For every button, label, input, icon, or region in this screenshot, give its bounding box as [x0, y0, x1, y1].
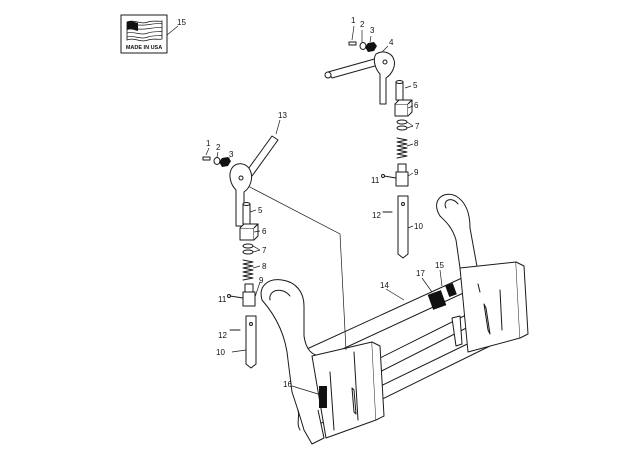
callout-6-left: 6: [262, 227, 267, 236]
decal-17: [427, 290, 447, 310]
callout-9-left: 9: [259, 276, 264, 285]
callout-5-left: 5: [258, 206, 263, 215]
callout-7-left: 7: [262, 246, 267, 255]
lever-linkage-line: [245, 184, 347, 351]
callout-8-left: 8: [262, 262, 267, 271]
callout-10-left: 10: [216, 348, 225, 357]
washer-2-left: [213, 157, 221, 165]
right-lever-assembly: 1 2 3 4 5 6 7 8 9 10 11 12: [324, 16, 423, 259]
nut-3-right: [365, 42, 377, 52]
spring-8-left: [242, 259, 254, 281]
callout-5-right: 5: [413, 81, 418, 90]
cotter-11-right: [383, 175, 397, 179]
washer-7a-right: [396, 119, 408, 125]
right-hook-plate: [436, 193, 479, 283]
pin-5-right: [395, 81, 404, 101]
callout-1-right: 1: [351, 16, 356, 25]
callout-2-right: 2: [360, 20, 365, 29]
latch-pin-10-right: [397, 195, 409, 259]
nut-3-left: [219, 157, 231, 167]
cotter-11-left: [229, 295, 244, 299]
callout-8-right: 8: [414, 139, 419, 148]
callout-6-right: 6: [414, 101, 419, 110]
callout-12-right: 12: [372, 211, 381, 220]
callout-15-decal: 15: [435, 261, 444, 270]
callout-2-left: 2: [216, 143, 221, 152]
washer-7b-right: [396, 125, 408, 131]
callout-9-right: 9: [414, 168, 419, 177]
callout-15-badge: 15: [177, 18, 186, 27]
callout-11-left: 11: [218, 295, 227, 304]
usa-flag-icon: [126, 20, 163, 42]
right-mount-plate: [459, 261, 521, 353]
bolt-1-right: [348, 41, 357, 46]
latch-pin-10-left: [245, 315, 257, 369]
callout-13: 13: [278, 111, 287, 120]
washer-7a-left: [242, 243, 254, 249]
pin-5-left: [242, 203, 251, 225]
decal-16: [319, 386, 327, 408]
callout-11-right: 11: [371, 176, 380, 185]
washer-2-right: [359, 42, 367, 50]
callout-7-right: 7: [415, 122, 420, 131]
washer-7b-left: [242, 249, 254, 255]
decal-15: [445, 282, 457, 298]
coupler-9-left: [242, 291, 256, 307]
frame-callouts: 14 15 17 16: [283, 261, 444, 395]
callout-3-left: 3: [229, 150, 234, 159]
lever-handle-13: [245, 135, 279, 177]
spring-8-right: [396, 137, 408, 159]
block-6-right: [394, 103, 409, 117]
coupler-9-right: [395, 171, 409, 187]
left-lever-assembly: 1 2 3 13 5 6 7 8 9 10 11 12: [202, 111, 287, 369]
callout-1-left: 1: [206, 139, 211, 148]
lever-bracket-left: [229, 163, 253, 227]
bolt-1-left: [202, 156, 211, 161]
lever-bracket-right: [373, 51, 395, 105]
callout-12-left: 12: [218, 331, 227, 340]
badge-text: MADE IN USA: [126, 45, 162, 51]
callout-16: 16: [283, 380, 292, 389]
block-6-left: [239, 227, 255, 241]
callout-10-right: 10: [414, 222, 423, 231]
callout-4: 4: [389, 38, 394, 47]
callout-3-right: 3: [370, 26, 375, 35]
callout-17: 17: [416, 269, 425, 278]
callout-14: 14: [380, 281, 389, 290]
quick-attach-frame: [260, 193, 529, 445]
made-in-usa-badge: MADE IN USA 15: [120, 14, 186, 54]
